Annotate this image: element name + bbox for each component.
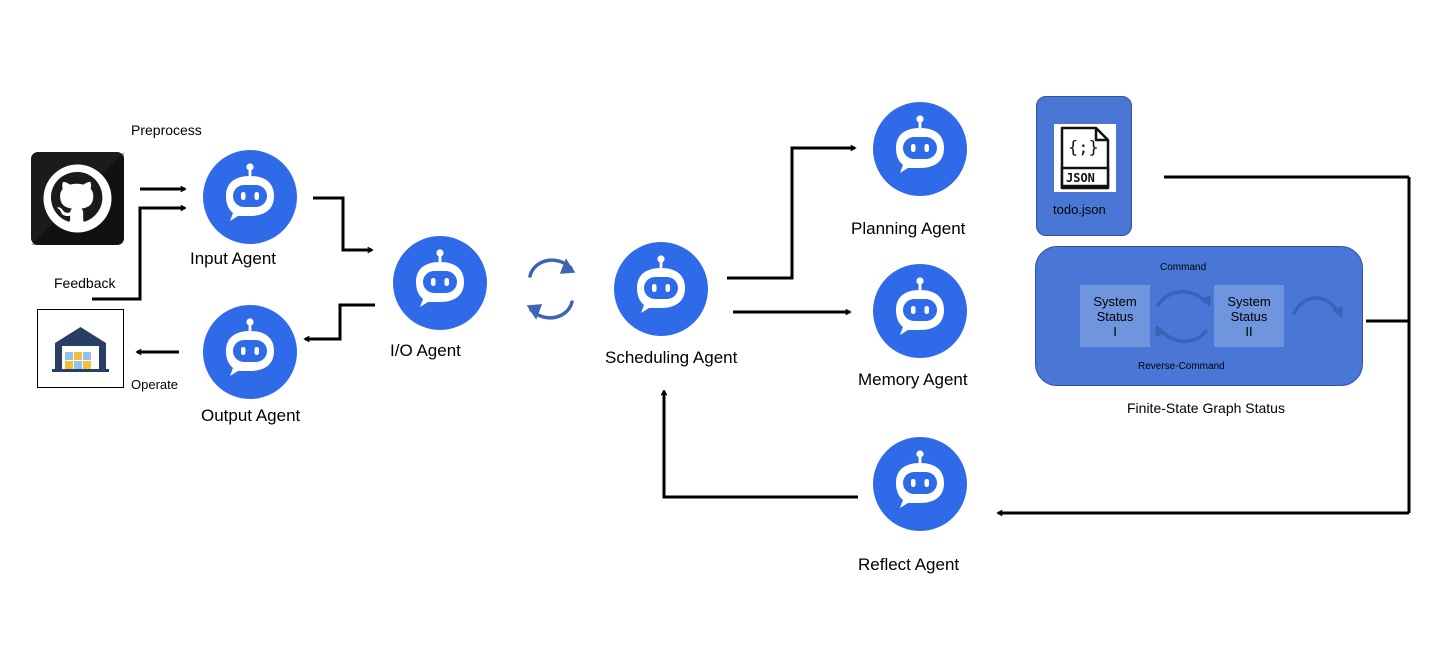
output-agent-icon[interactable]: [203, 305, 297, 399]
io-agent-icon[interactable]: [393, 236, 487, 330]
preprocess-label: Preprocess: [131, 122, 202, 138]
state-transition-arrows: [1155, 290, 1343, 343]
system-status-2[interactable]: System Status II: [1214, 285, 1284, 347]
planning-agent-icon[interactable]: [873, 102, 967, 196]
json-badge: JSON: [1066, 171, 1095, 185]
json-glyph: {;}: [1068, 138, 1099, 158]
input-agent-label: Input Agent: [190, 249, 277, 268]
arrow-input-to-io: [313, 196, 372, 250]
sync-cycle-icon: [526, 258, 576, 320]
planning-agent-label: Planning Agent: [851, 219, 966, 238]
io-agent-label: I/O Agent: [390, 341, 461, 360]
github-icon: [31, 152, 124, 245]
connector-right-bracket: [1164, 175, 1411, 513]
todo-file-panel[interactable]: {;} JSON todo.json: [1036, 96, 1132, 236]
memory-agent-label: Memory Agent: [858, 370, 968, 389]
arrow-reflect-to-scheduling: [664, 391, 858, 499]
operate-label: Operate: [131, 377, 178, 392]
input-agent-icon[interactable]: [203, 150, 297, 244]
scheduling-agent-label: Scheduling Agent: [605, 348, 738, 367]
arrow-io-to-output: [305, 303, 375, 339]
reverse-command-label: Reverse-Command: [1138, 361, 1225, 372]
scheduling-agent-icon[interactable]: [614, 242, 708, 336]
todo-file-label: todo.json: [1053, 202, 1106, 217]
reflect-agent-icon[interactable]: [873, 437, 967, 531]
output-agent-label: Output Agent: [201, 406, 301, 425]
finite-state-graph-panel: Command Reverse-Command System Status I …: [1035, 246, 1363, 386]
arrow-scheduling-to-planning: [727, 148, 855, 280]
json-file-icon: {;} JSON: [1054, 124, 1116, 192]
feedback-label: Feedback: [54, 275, 116, 291]
command-label: Command: [1160, 262, 1207, 273]
warehouse-icon: [37, 309, 124, 388]
reflect-agent-label: Reflect Agent: [858, 555, 960, 574]
graph-caption: Finite-State Graph Status: [1127, 400, 1285, 416]
arrow-feedback-to-input: [92, 208, 185, 301]
system-status-1[interactable]: System Status I: [1080, 285, 1150, 347]
memory-agent-icon[interactable]: [873, 264, 967, 358]
